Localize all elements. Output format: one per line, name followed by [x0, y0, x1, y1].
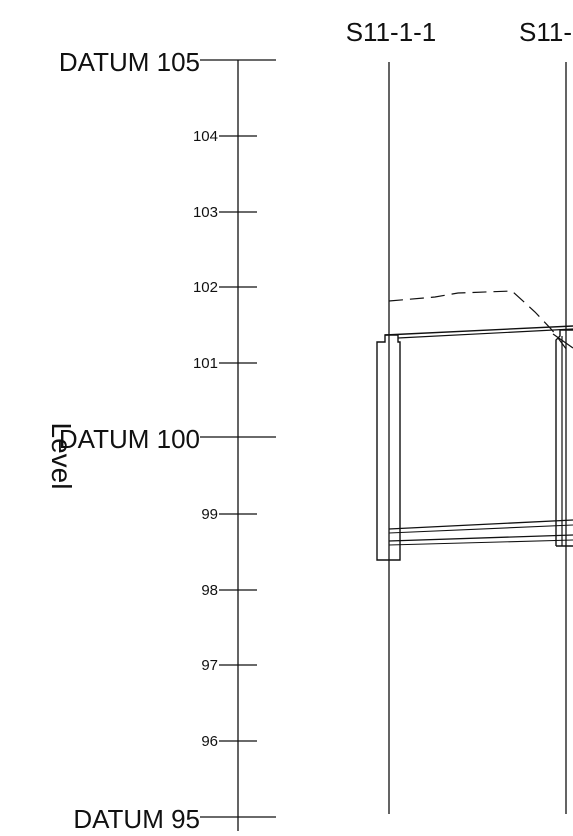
level-tick-label: 96 [201, 733, 218, 750]
section-label: S11-1-1 [346, 17, 437, 47]
datum-label: DATUM 105 [59, 47, 200, 77]
level-tick-label: 98 [201, 582, 218, 599]
axis-title: Level [46, 423, 77, 490]
lower-slab-line [388, 539, 573, 546]
right-wall [555, 329, 573, 547]
ground-profile-dashed [388, 290, 568, 351]
lower-slab-line [388, 534, 573, 542]
level-tick-label: 101 [193, 355, 218, 372]
level-tick-label: 104 [193, 128, 218, 145]
slab-chamfer [552, 333, 573, 349]
datum-label: DATUM 95 [73, 804, 200, 831]
cross-section [376, 290, 573, 561]
top-slab-line [397, 328, 573, 339]
level-tick-label: 103 [193, 204, 218, 221]
level-tick-label: 97 [201, 657, 218, 674]
top-slab-line [384, 325, 573, 336]
section-markers: S11-1-1 S11- [346, 17, 572, 814]
datum-label: DATUM 100 [59, 424, 200, 454]
level-axis: DATUM 105 DATUM 100 DATUM 95 104 103 102… [46, 47, 276, 834]
section-label: S11- [519, 17, 572, 47]
level-tick-label: 99 [201, 506, 218, 523]
level-tick-label: 102 [193, 279, 218, 296]
lower-slab-line [388, 519, 573, 530]
lower-slab-line [388, 524, 573, 534]
